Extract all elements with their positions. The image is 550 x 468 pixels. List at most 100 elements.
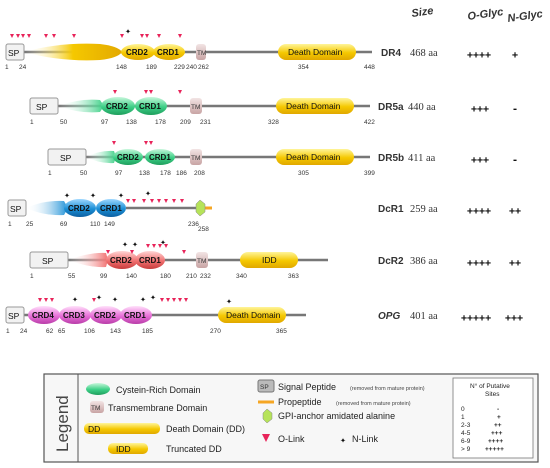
svg-text:180: 180 xyxy=(160,273,171,280)
dcr2-crd2 xyxy=(106,251,138,269)
sites-title-2: Sites xyxy=(485,391,500,398)
legend-title: Legend xyxy=(53,395,72,452)
dr5a-crd1 xyxy=(135,97,167,115)
svg-text:178: 178 xyxy=(160,170,171,177)
svg-text:97: 97 xyxy=(101,119,109,126)
sites-range-1: 1 xyxy=(461,414,465,421)
dcr2-sp-label: SP xyxy=(42,256,54,266)
dr4-death-domain xyxy=(278,44,356,60)
dr5a-crd2 xyxy=(101,97,135,115)
dcr2-propeptide xyxy=(68,252,108,268)
dr5a-death-domain xyxy=(276,98,354,114)
dcr1-name: DcR1 xyxy=(378,204,404,215)
dcr2-idd-label: IDD xyxy=(262,255,277,265)
dr4-crd1 xyxy=(153,44,185,60)
dr5b-crd2 xyxy=(113,149,143,165)
dcr2-tm-label: TM xyxy=(197,258,206,265)
svg-text:25: 25 xyxy=(26,221,34,228)
receptor-dcr2: SP CRD2 CRD1 TM IDD ✦ ✦ ✦ 1 55 99 140 18… xyxy=(29,237,521,280)
opg-crd2 xyxy=(90,306,122,324)
svg-text:97: 97 xyxy=(115,170,123,177)
dr5a-o-links xyxy=(113,90,182,94)
svg-text:1: 1 xyxy=(8,221,12,228)
dr5b-crd1-label: CRD1 xyxy=(149,153,171,162)
svg-text:50: 50 xyxy=(80,170,88,177)
sites-sym-1: + xyxy=(497,414,501,421)
dcr2-crd1 xyxy=(135,251,165,269)
dcr2-crd2-label: CRD2 xyxy=(110,256,132,265)
dr5b-o-glyc: +++ xyxy=(471,155,489,166)
svg-text:✦: ✦ xyxy=(112,294,118,305)
sites-range-5: > 9 xyxy=(461,446,471,453)
dr5b-name: DR5b xyxy=(378,153,404,164)
dr5a-sp-label: SP xyxy=(36,102,48,112)
legend-sp-box: SP xyxy=(260,384,269,391)
svg-text:138: 138 xyxy=(139,170,150,177)
dr4-name: DR4 xyxy=(381,48,401,59)
dcr1-size: 259 aa xyxy=(410,204,438,215)
svg-text:1: 1 xyxy=(5,64,9,71)
dcr1-sp-label: SP xyxy=(10,204,22,214)
dcr2-truncated-dd xyxy=(240,252,298,268)
dcr2-size: 386 aa xyxy=(410,256,438,267)
dcr1-crd2-label: CRD2 xyxy=(68,204,90,213)
svg-text:258: 258 xyxy=(198,226,209,233)
dr4-dd-label: Death Domain xyxy=(288,47,343,57)
dr5b-death-domain xyxy=(276,149,354,165)
legend-sp-text: Signal Peptide xyxy=(278,382,336,392)
receptor-opg: SP CRD4 CRD3 CRD2 CRD1 Death Domain ✦ ✦ … xyxy=(5,292,523,335)
dr4-sp-label: SP xyxy=(8,48,20,58)
svg-text:24: 24 xyxy=(19,64,27,71)
svg-text:448: 448 xyxy=(364,64,375,71)
legend-sp-swatch xyxy=(257,379,275,393)
svg-text:55: 55 xyxy=(68,273,76,280)
svg-text:185: 185 xyxy=(142,328,153,335)
opg-crd3-label: CRD3 xyxy=(63,311,85,320)
legend-gpi-swatch xyxy=(262,408,273,424)
svg-text:24: 24 xyxy=(20,328,28,335)
legend-tm-box: TM xyxy=(91,405,100,412)
dr5b-tm-label: TM xyxy=(191,155,200,162)
dr5b-n-glyc: - xyxy=(512,155,518,166)
legend-idd-swatch xyxy=(108,443,148,454)
legend-propeptide-note: (removed from mature protein) xyxy=(336,401,411,407)
legend-idd-box: IDD xyxy=(116,444,131,454)
sites-sym-5: +++++ xyxy=(485,446,504,453)
svg-text:✦: ✦ xyxy=(72,294,78,305)
svg-text:365: 365 xyxy=(276,328,287,335)
dr5a-tm xyxy=(190,98,202,114)
svg-text:340: 340 xyxy=(236,273,247,280)
svg-text:399: 399 xyxy=(364,170,375,177)
dr5b-o-links xyxy=(112,141,153,145)
dr5b-size: 411 aa xyxy=(408,153,436,164)
svg-text:305: 305 xyxy=(298,170,309,177)
svg-text:62: 62 xyxy=(46,328,54,335)
opg-sp-label: SP xyxy=(8,311,20,321)
dr5b-sp-label: SP xyxy=(60,153,72,163)
legend-idd-text: Truncated DD xyxy=(166,444,222,454)
svg-text:262: 262 xyxy=(198,64,209,71)
svg-text:1: 1 xyxy=(30,273,34,280)
dr5a-o-glyc: +++ xyxy=(471,104,489,115)
legend-sp-note: (removed from mature protein) xyxy=(350,386,425,392)
legend-propeptide-text: Propeptide xyxy=(278,397,322,407)
opg-name: OPG xyxy=(378,311,400,322)
svg-text:232: 232 xyxy=(200,273,211,280)
sites-sym-3: +++ xyxy=(491,430,503,437)
dcr2-n-glyc: ++ xyxy=(509,258,521,269)
opg-crd4 xyxy=(28,306,60,324)
dr5b-tm xyxy=(190,149,202,165)
opg-o-glyc: +++++ xyxy=(461,313,491,324)
legend-tm-swatch xyxy=(90,401,104,413)
dr4-o-links xyxy=(10,34,182,38)
legend-tm-text: Transmembrane Domain xyxy=(108,403,207,413)
receptor-dcr1: SP CRD2 CRD1 ✦ ✦ ✦ ✦ 1 25 69 110 149 236… xyxy=(7,188,521,233)
receptor-dr5b: SP CRD2 CRD1 TM Death Domain 1 50 97 138… xyxy=(47,141,518,177)
svg-text:363: 363 xyxy=(288,273,299,280)
svg-text:✦: ✦ xyxy=(132,239,138,250)
dr5a-n-glyc: - xyxy=(512,104,518,115)
dr5a-dd-label: Death Domain xyxy=(286,101,341,111)
dr5a-name: DR5a xyxy=(378,102,404,113)
svg-text:110: 110 xyxy=(90,221,101,228)
opg-crd1 xyxy=(120,306,152,324)
